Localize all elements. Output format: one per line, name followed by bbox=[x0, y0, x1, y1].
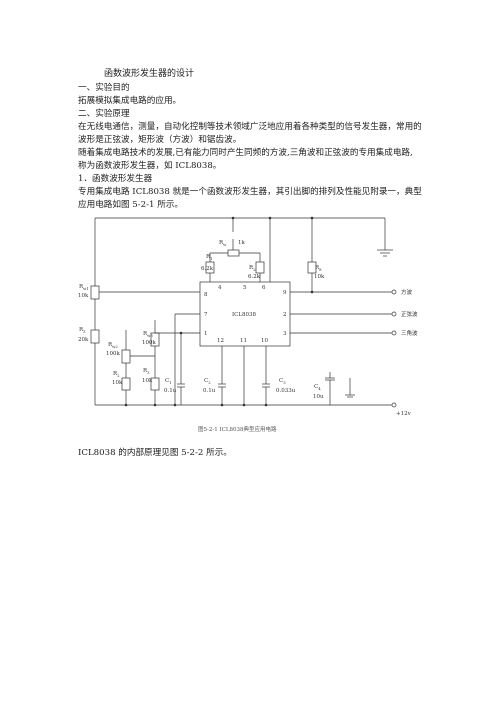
label-r8: R8 bbox=[315, 265, 322, 272]
chip-name: ICL8038 bbox=[232, 312, 257, 318]
value-c1: 0.1u bbox=[164, 388, 177, 394]
value-c2: 0.1u bbox=[203, 388, 216, 394]
paragraph-3-line-1: 专用集成电路 ICL8038 就是一个函数波形发生器，其引出脚的排列及性能见附录… bbox=[78, 187, 422, 197]
label-r3: R3 bbox=[79, 327, 86, 334]
value-r2-top: 6.2k bbox=[248, 274, 261, 280]
subsection-heading: 1．函数波形发生器 bbox=[78, 174, 153, 184]
value-r3: 20k bbox=[78, 337, 89, 343]
pin-4: 4 bbox=[218, 285, 222, 291]
value-rw1: 10k bbox=[78, 293, 89, 299]
value-rw2: 100k bbox=[106, 351, 120, 357]
label-c2: C2 bbox=[204, 378, 211, 385]
paragraph-1-line-1: 在无线电通信，测量，自动化控制等技术领域广泛地应用着各种类型的信号发生器，常用的 bbox=[78, 122, 422, 132]
label-c3: C3 bbox=[279, 378, 286, 385]
objective-text: 拓展模拟集成电路的应用。 bbox=[78, 96, 182, 106]
closing-text: ICL8038 的内部原理见图 5-2-2 所示。 bbox=[78, 448, 232, 458]
paragraph-1-line-2: 波形是正弦波，矩形波（方波）和锯齿波。 bbox=[78, 135, 242, 145]
value-c3: 0.033u bbox=[276, 388, 296, 394]
pin-9: 9 bbox=[283, 290, 287, 296]
value-r8: 10k bbox=[314, 274, 325, 280]
pin-1: 1 bbox=[204, 331, 208, 337]
value-c4: 10u bbox=[313, 394, 324, 400]
value-r1: 6.2k bbox=[201, 266, 214, 272]
section-heading-principle: 二、实验原理 bbox=[78, 109, 130, 119]
label-rw1: Rw1 bbox=[79, 284, 89, 291]
pin-8: 8 bbox=[204, 292, 208, 298]
label-rw2: Rw2 bbox=[108, 342, 118, 349]
value-rw: 1k bbox=[238, 240, 245, 246]
value-rw3: 100k bbox=[142, 340, 156, 346]
paragraph-2-line-1: 随着集成电路技术的发展,已有能力同时产生同频的方波,三角波和正弦波的专用集成电路… bbox=[78, 148, 413, 158]
label-r3-bottom: R3 bbox=[143, 368, 150, 375]
label-c1: C1 bbox=[165, 378, 172, 385]
output-square-label: 方波 bbox=[401, 288, 413, 296]
label-rw: Rw bbox=[219, 240, 227, 247]
pin-12: 12 bbox=[217, 338, 224, 344]
supply-label: +12v bbox=[396, 411, 412, 417]
paragraph-2-line-2: 称为函数波形发生器，如 ICL8038。 bbox=[78, 161, 222, 171]
doc-title: 函数波形发生器的设计 bbox=[104, 69, 195, 79]
output-sine-label: 正弦波 bbox=[401, 310, 418, 318]
label-r2-top: R2 bbox=[249, 265, 256, 272]
pin-3: 3 bbox=[283, 331, 287, 337]
pin-2: 2 bbox=[283, 312, 287, 318]
pin-10: 10 bbox=[261, 338, 268, 344]
output-triangle-label: 三角波 bbox=[401, 329, 418, 337]
pin-7: 7 bbox=[204, 312, 208, 318]
section-heading-objective: 一、实验目的 bbox=[78, 83, 130, 93]
paragraph-3-line-2: 应用电路如图 5-2-1 所示。 bbox=[78, 200, 184, 210]
pin-6: 6 bbox=[262, 285, 266, 291]
label-rw3: Rw3 bbox=[143, 331, 153, 338]
label-r1: R1 bbox=[206, 254, 213, 261]
label-c4: C4 bbox=[314, 384, 321, 391]
pin-5: 5 bbox=[243, 285, 247, 291]
figure-caption: 图5-2-1 ICL8038典型应用电路 bbox=[198, 427, 277, 433]
value-r3-bottom: 10k bbox=[142, 378, 153, 384]
value-r2-bottom: 10k bbox=[112, 380, 123, 386]
label-r2-bottom: R2 bbox=[113, 371, 120, 378]
pin-11: 11 bbox=[240, 338, 247, 344]
